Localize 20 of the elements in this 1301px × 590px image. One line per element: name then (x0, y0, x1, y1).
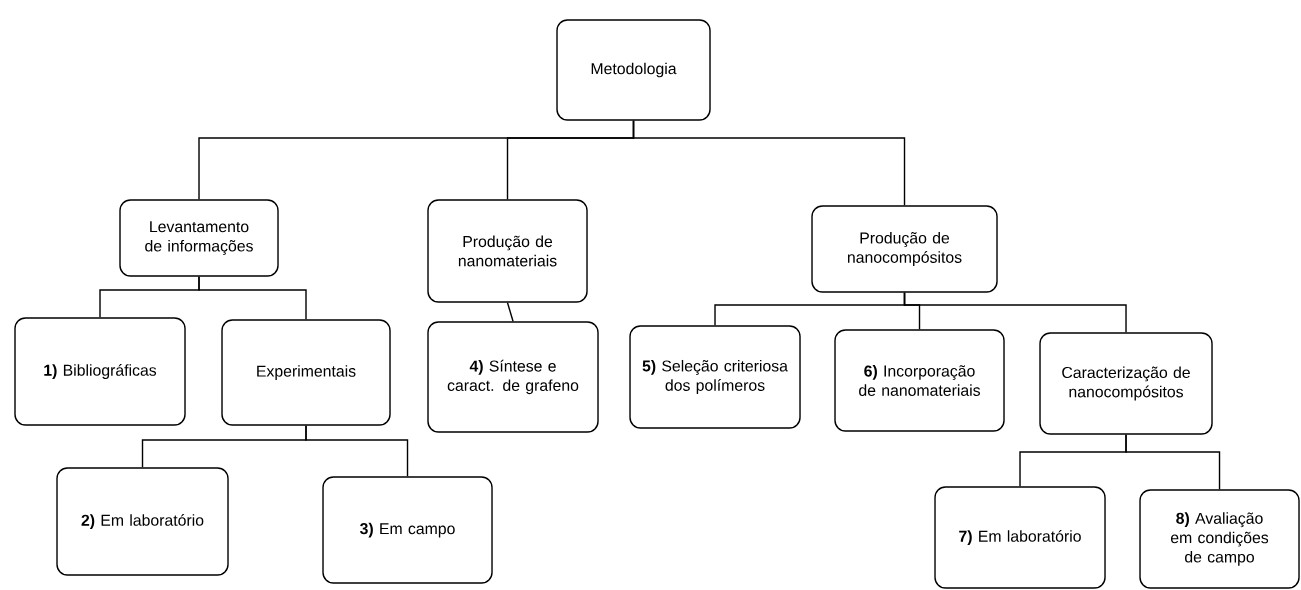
connector-line (198, 276, 307, 320)
process-box: Caracterização de nanocompósitos (1039, 332, 1213, 435)
process-box: 6) Incorporação de nanomateriais (834, 329, 1005, 432)
process-box: Levantamento de informações (119, 199, 279, 277)
process-box: 3) Em campo (322, 476, 493, 584)
process-box: Produção de nanocompósitos (811, 205, 998, 293)
process-box: Metodologia (556, 19, 711, 121)
process-box: 2) Em laboratório (56, 467, 229, 576)
connector-line (1125, 434, 1221, 490)
connector-line (632, 120, 906, 206)
process-box: 5) Seleção criteriosa dos polímeros (629, 325, 801, 429)
process-box: Experimentais (221, 319, 391, 426)
connector-line (506, 302, 514, 322)
process-box: 8) Avaliação em condições de campo (1139, 489, 1300, 589)
process-box: Produção de nanomateriais (427, 199, 588, 303)
process-box: 7) Em laboratório (934, 486, 1106, 589)
connector-line (305, 425, 409, 477)
process-box: 1) Bibliográficas (14, 317, 186, 426)
connector-line (903, 292, 1127, 333)
process-box: 4) Síntese e caract. de grafeno (427, 321, 599, 433)
